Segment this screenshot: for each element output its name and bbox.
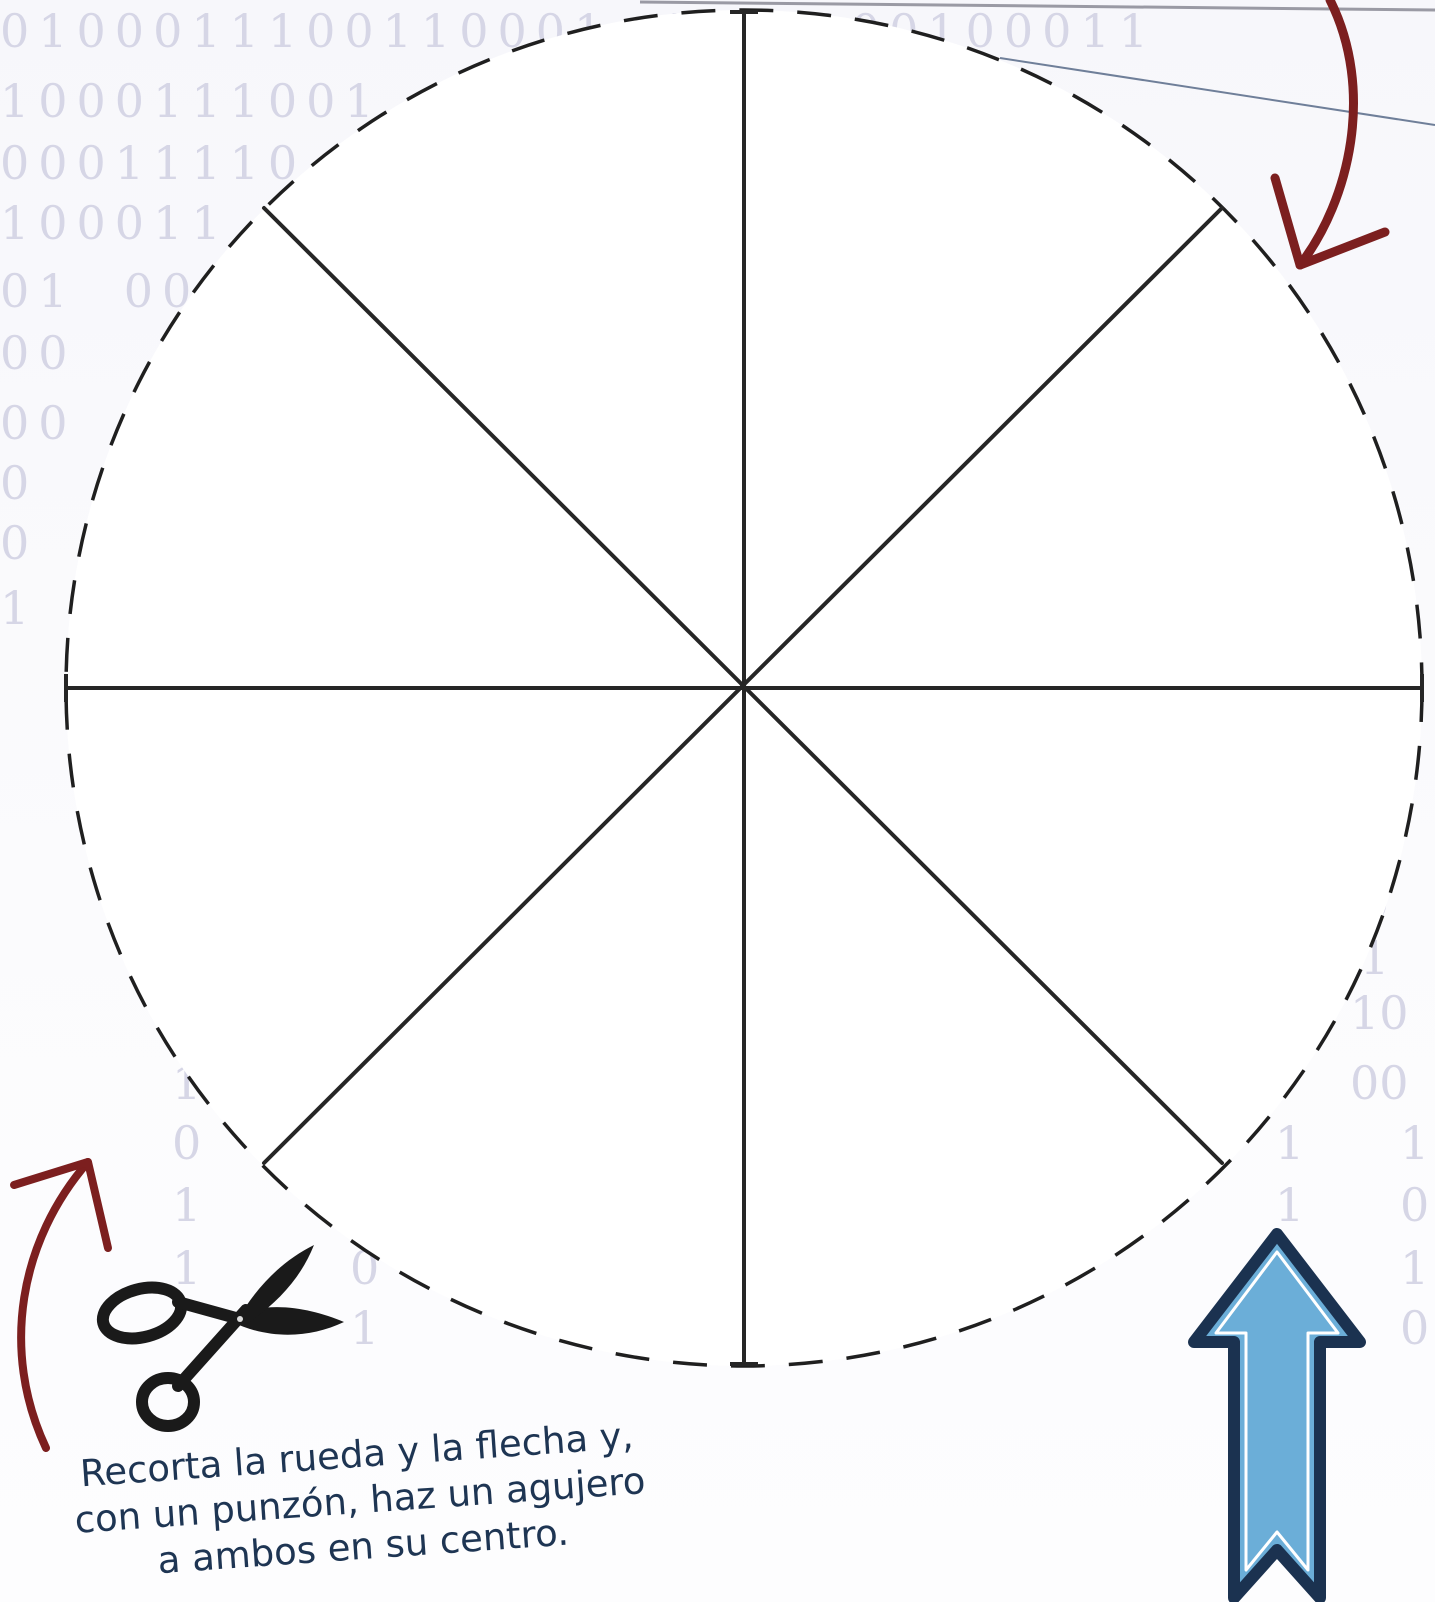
curved-arrow-shaft bbox=[1295, 0, 1358, 270]
guide-line bbox=[639, 0, 1435, 12]
spoke-diagonal-b bbox=[262, 206, 1224, 1165]
binary-digit: 00 bbox=[1350, 1056, 1409, 1110]
curved-arrow-head bbox=[1270, 173, 1390, 270]
wheel-spokes bbox=[64, 10, 1424, 1366]
curved-arrow-shaft bbox=[17, 1158, 92, 1452]
spoke-caps bbox=[64, 10, 1424, 1366]
cutout-up-arrow-icon bbox=[1188, 1228, 1366, 1602]
binary-digit: 1 bbox=[350, 1301, 380, 1355]
guide-line bbox=[999, 57, 1435, 126]
binary-digit: 0 bbox=[172, 1116, 202, 1170]
curved-arrow-head bbox=[10, 1158, 112, 1252]
binary-digit: 1 bbox=[1275, 1116, 1305, 1170]
binary-digit: 0 bbox=[1400, 1178, 1430, 1232]
binary-digit: 1 bbox=[1400, 1241, 1430, 1295]
binary-digit: 1 bbox=[172, 1178, 202, 1232]
binary-digit: 1 bbox=[1275, 1178, 1305, 1232]
top-right-curved-arrow-icon bbox=[1270, 0, 1390, 270]
bottom-left-curved-arrow-icon bbox=[10, 1158, 112, 1452]
binary-digit: 1 bbox=[172, 1241, 202, 1295]
binary-digit: 0 bbox=[1400, 1301, 1430, 1355]
binary-row: 1 bbox=[0, 581, 39, 635]
binary-digit: 10 bbox=[1350, 986, 1409, 1040]
binary-digit: 1 bbox=[1400, 1116, 1430, 1170]
scissors-icon bbox=[96, 1245, 344, 1432]
